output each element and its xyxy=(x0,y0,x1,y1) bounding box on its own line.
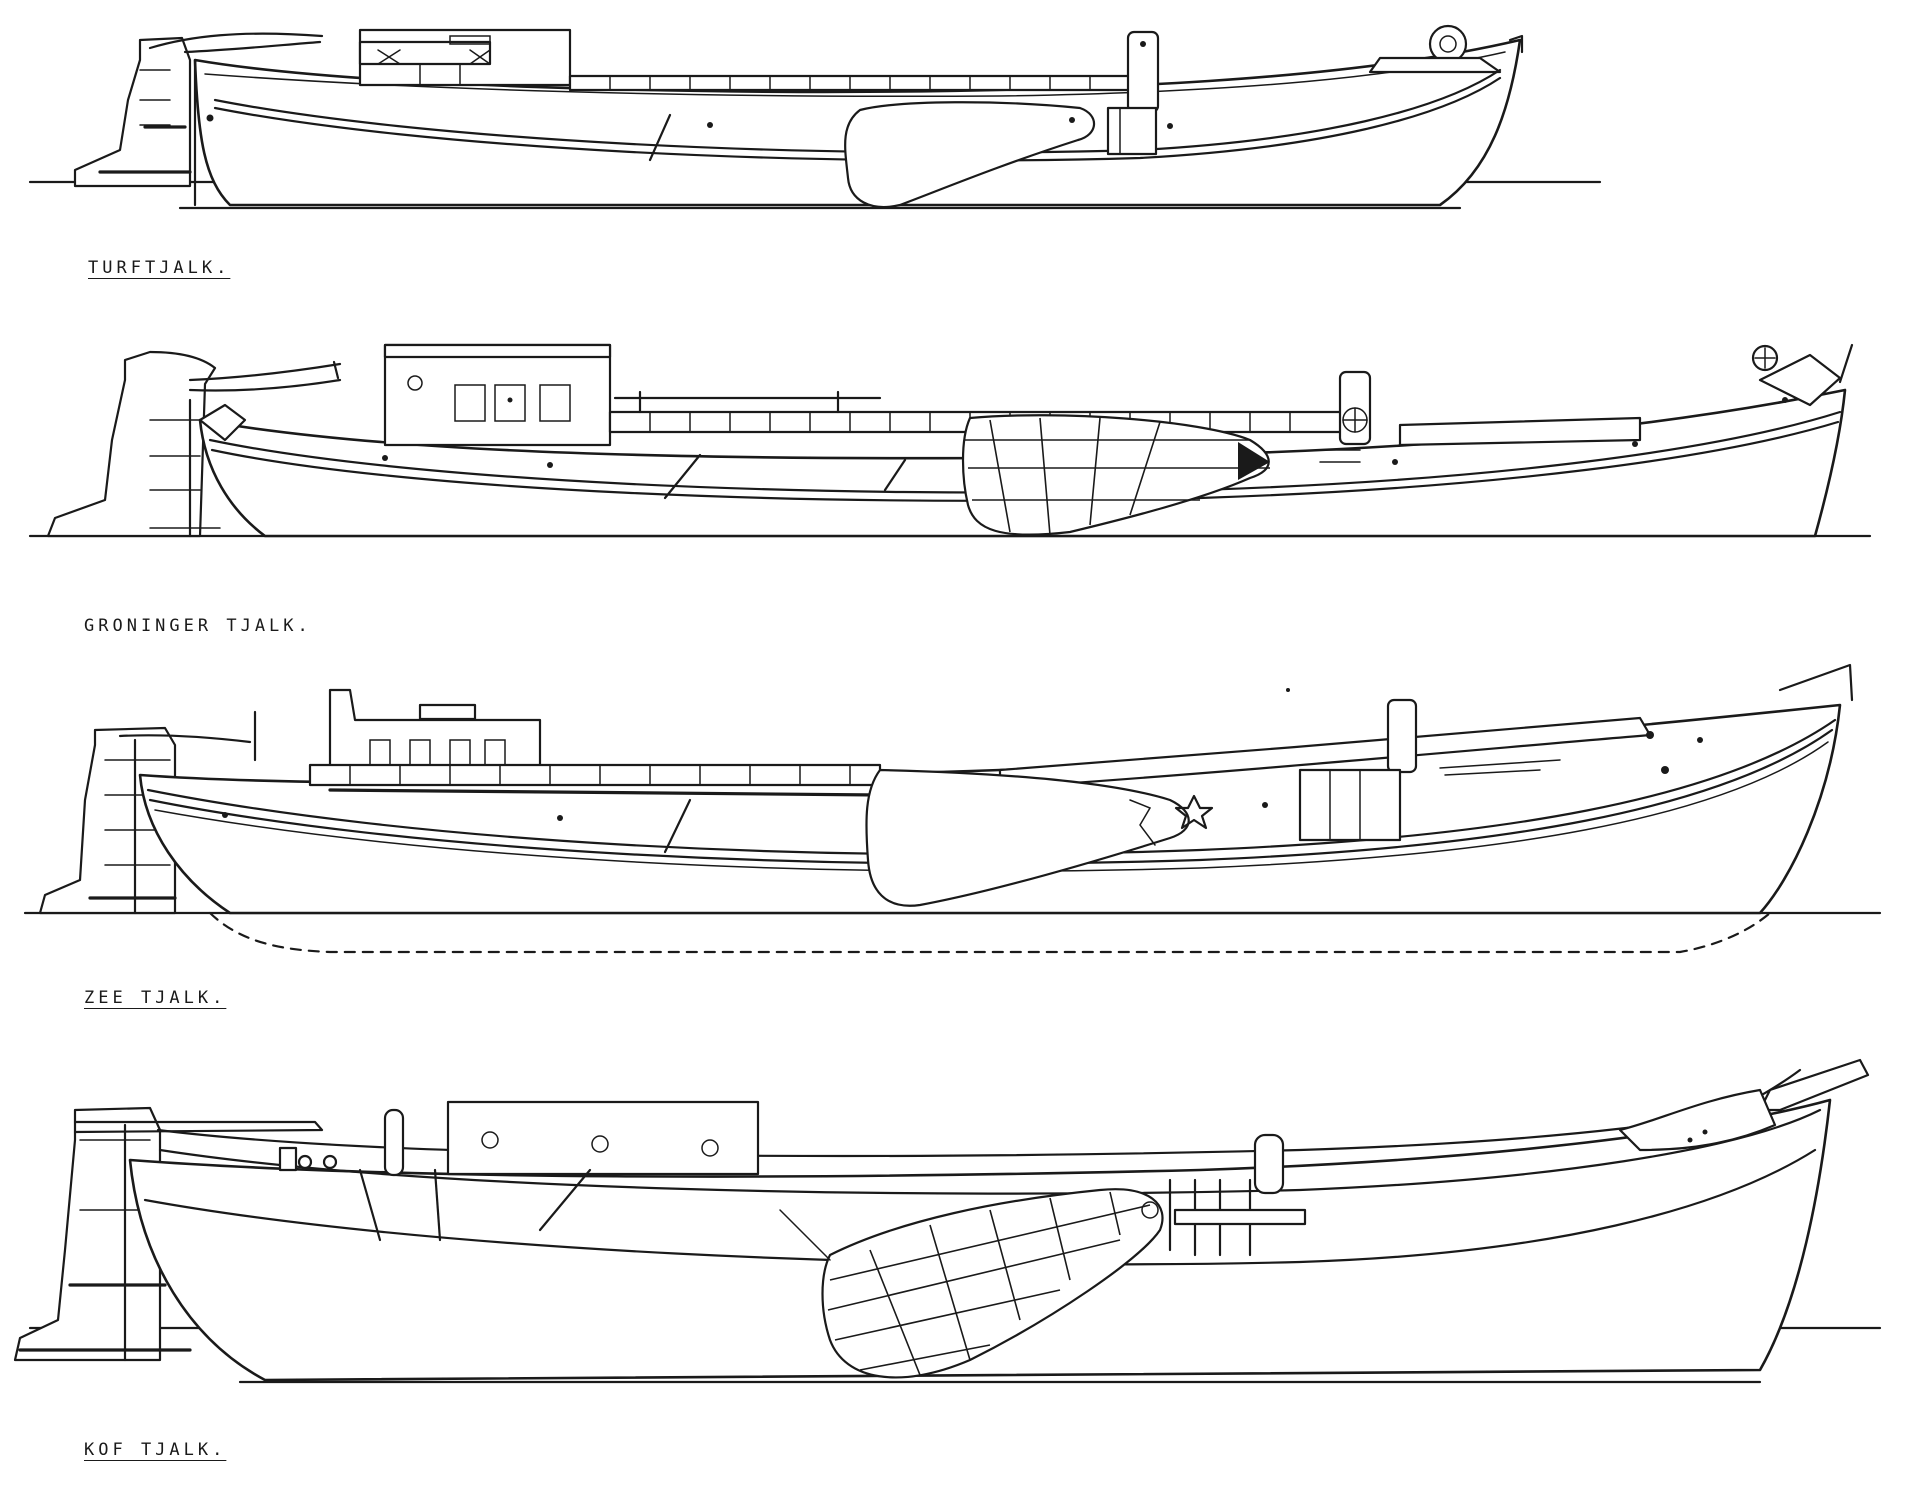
leeboard xyxy=(844,101,1096,209)
cabin xyxy=(328,688,542,777)
star-emblem xyxy=(1174,794,1214,830)
mast-tabernacle xyxy=(1386,698,1418,774)
deckhouse xyxy=(446,1100,760,1176)
cabin xyxy=(383,343,612,447)
caption-kof-tjalk: KOF TJALK. xyxy=(84,1440,227,1460)
turftjalk-drawing xyxy=(28,24,1602,210)
caption-groninger-tjalk: GRONINGER TJALK. xyxy=(84,616,312,636)
zee-tjalk-drawing xyxy=(23,663,1882,954)
mast-tabernacle xyxy=(1253,1133,1285,1195)
kof-tjalk-drawing xyxy=(13,1058,1882,1384)
keel-outline-dashed xyxy=(208,911,1772,954)
caption-turftjalk: TURFTJALK. xyxy=(88,258,231,278)
rudder xyxy=(73,36,192,188)
anchor-winch xyxy=(1428,24,1468,64)
rudder xyxy=(13,1106,162,1362)
hatch-coaming xyxy=(308,763,882,787)
leeboard xyxy=(865,768,1190,907)
leeboard xyxy=(821,1188,1164,1379)
caption-zee-tjalk: ZEE TJALK. xyxy=(84,988,227,1008)
groninger-tjalk-drawing xyxy=(28,343,1872,538)
